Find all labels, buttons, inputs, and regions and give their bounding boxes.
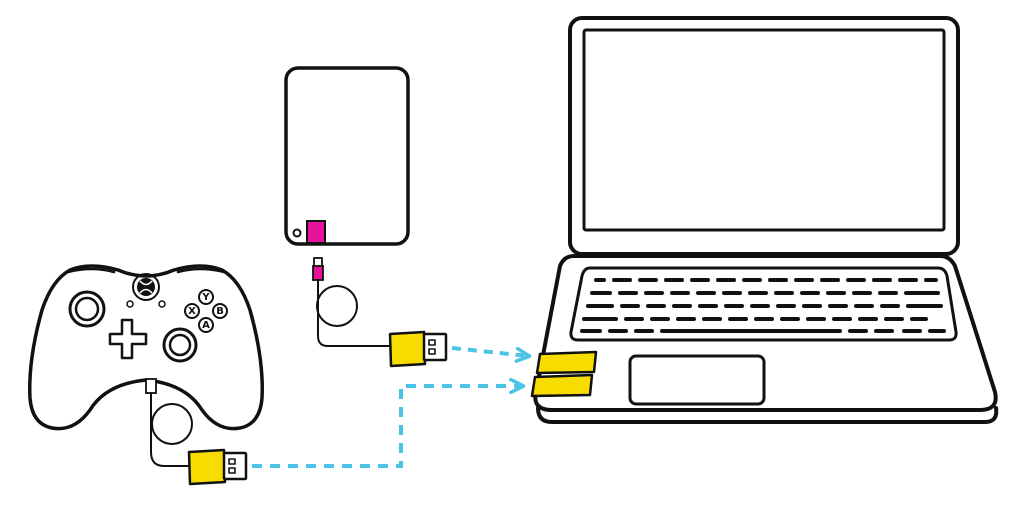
game-controller-icon [28,264,264,431]
face-button-x-label: X [188,306,196,317]
drive-cable [312,257,391,347]
usb-plug-icon [187,448,248,486]
face-button-a-label: A [202,320,210,331]
usb-plug-icon [388,330,448,368]
face-button-y-label: Y [201,292,210,303]
laptop-icon [530,16,999,424]
face-button-b-label: B [216,306,224,317]
usb-port-icon [530,350,598,398]
external-hard-drive-icon [284,66,410,246]
trackpad [628,354,766,406]
dashed-arrow-icon [451,346,528,356]
dashed-arrow-icon [252,386,522,468]
keyboard-keys [580,278,946,333]
micro-usb-port [306,220,326,244]
controller-cable [145,378,193,467]
